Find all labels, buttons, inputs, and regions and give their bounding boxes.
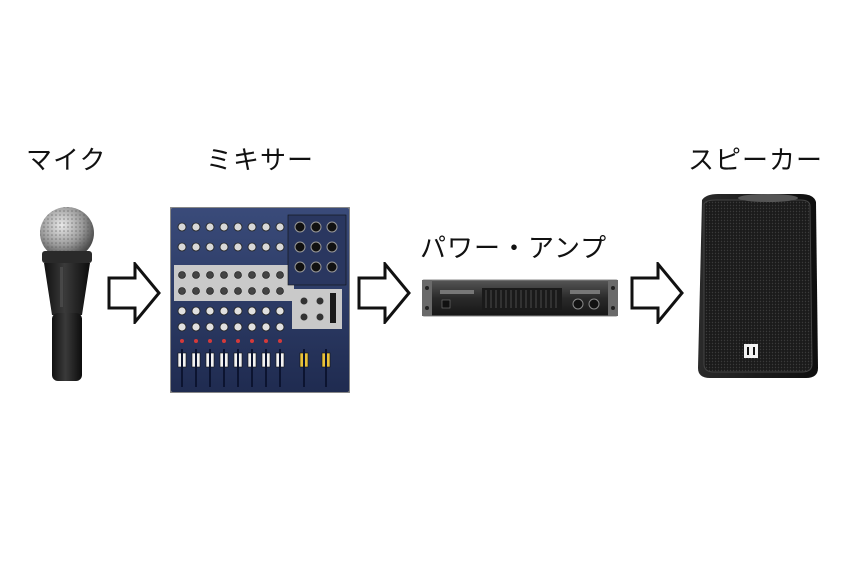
amp-label: パワー・アンプ	[420, 234, 608, 264]
microphone-icon	[40, 207, 94, 381]
arrow-right-icon	[107, 262, 161, 324]
speaker-label: スピーカー	[688, 146, 824, 176]
amplifier-icon	[422, 279, 618, 317]
arrow-right-icon	[630, 262, 684, 324]
speaker-icon	[698, 194, 818, 378]
mixer-icon	[170, 207, 350, 393]
mixer-label: ミキサー	[206, 146, 315, 176]
arrow-right-icon	[357, 262, 411, 324]
mic-label: マイク	[26, 146, 107, 176]
